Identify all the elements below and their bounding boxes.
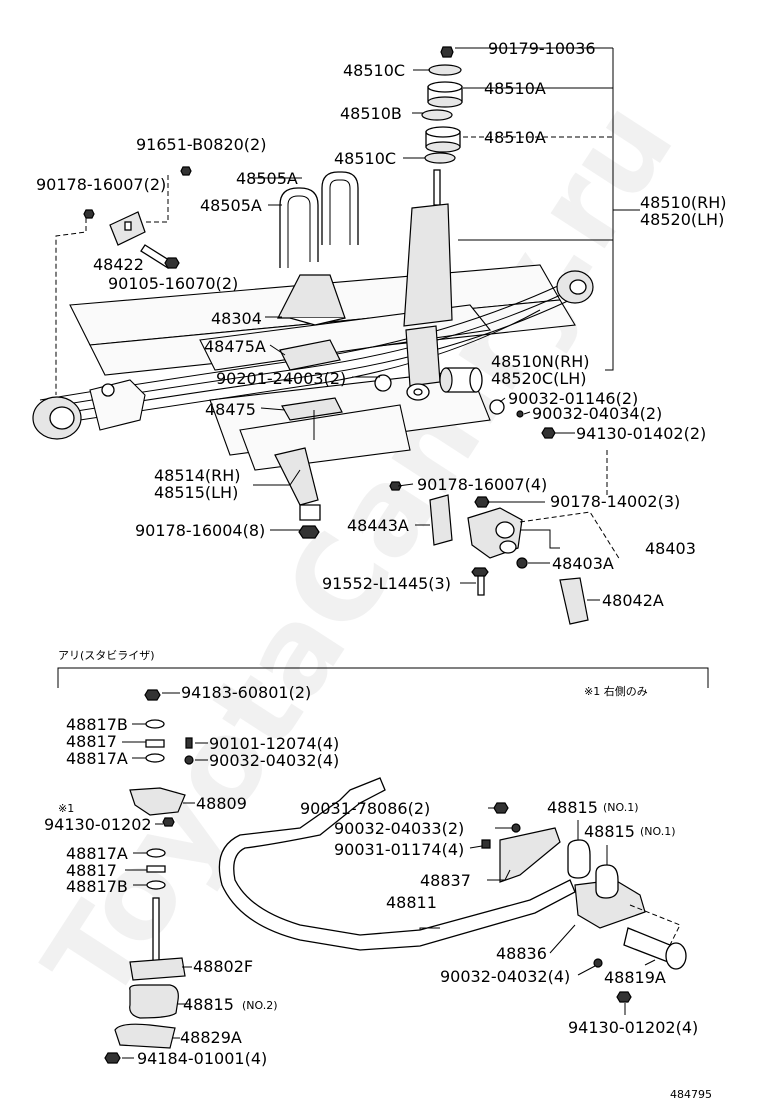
- label-48510n-rh: 48510N(RH): [491, 352, 590, 371]
- label-94130-01402: 94130-01402(2): [576, 424, 706, 443]
- label-94183-60801: 94183-60801(2): [181, 683, 311, 702]
- label-94184-01001: 94184-01001(4): [137, 1049, 267, 1068]
- label-no1-a: (NO.1): [603, 801, 639, 814]
- label-no1-b: (NO.1): [640, 825, 676, 838]
- label-48817b-1: 48817B: [66, 715, 128, 734]
- label-no2: (NO.2): [242, 999, 278, 1012]
- label-48510c-2: 48510C: [334, 149, 396, 168]
- label-90105-16070: 90105-16070(2): [108, 274, 238, 293]
- label-90031-01174: 90031-01174(4): [334, 840, 464, 859]
- label-48510a-2: 48510A: [484, 128, 546, 147]
- note-marker: ※1: [58, 802, 74, 815]
- label-48837: 48837: [420, 871, 471, 890]
- u-bolts: [279, 171, 359, 268]
- spring-eye-rear: [556, 270, 594, 304]
- shock-absorber: [403, 169, 453, 401]
- shock-bushing: [374, 367, 556, 439]
- label-90178-14002: 90178-14002(3): [550, 492, 680, 511]
- spring-seat: [277, 274, 346, 421]
- label-48042a: 48042A: [602, 591, 664, 610]
- upper-leader-lines: [55, 47, 640, 601]
- label-48505a-2: 48505A: [200, 196, 262, 215]
- labels-upper: 90179-10036 48510C 48510A 48510B 48510A …: [36, 39, 727, 610]
- label-90031-78086: 90031-78086(2): [300, 799, 430, 818]
- diagram-number: 484795: [670, 1088, 712, 1101]
- label-48829a: 48829A: [180, 1028, 242, 1047]
- label-48510b: 48510B: [340, 104, 402, 123]
- label-48815-1: 48815: [547, 798, 598, 817]
- label-48304: 48304: [211, 309, 262, 328]
- spring-bracket-drawing: [89, 379, 146, 431]
- label-48514-rh: 48514(RH): [154, 466, 241, 485]
- label-94130-01202-b: 94130-01202(4): [568, 1018, 698, 1037]
- label-48817a-1: 48817A: [66, 749, 128, 768]
- labels-lower: アリ(スタビライザ) ※1 右側のみ 94183-60801(2) 48817B…: [44, 649, 712, 1101]
- stabilizer-section-bracket: [57, 667, 709, 688]
- stabilizer-bar: [218, 777, 576, 951]
- label-48819a: 48819A: [604, 968, 666, 987]
- stabilizer-link-right: [481, 802, 687, 1003]
- label-48475a: 48475A: [204, 337, 266, 356]
- note-right-only: ※1 右側のみ: [584, 684, 648, 698]
- label-48811: 48811: [386, 893, 437, 912]
- label-90101-12074: 90101-12074(4): [209, 734, 339, 753]
- label-48515-lh: 48515(LH): [154, 483, 238, 502]
- label-48475: 48475: [205, 400, 256, 419]
- label-48817-1: 48817: [66, 732, 117, 751]
- label-48520-lh: 48520(LH): [640, 210, 724, 229]
- rear-hanger: [389, 481, 589, 625]
- label-91651-b0820: 91651-B0820(2): [136, 135, 266, 154]
- label-48510c-top: 48510C: [343, 61, 405, 80]
- label-90032-01146: 90032-01146(2): [508, 389, 638, 408]
- label-48505a-1: 48505A: [236, 169, 298, 188]
- label-90032-04032-a: 90032-04032(4): [209, 751, 339, 770]
- label-48815-3: 48815: [183, 995, 234, 1014]
- label-48815-2: 48815: [584, 822, 635, 841]
- label-48510a-1: 48510A: [484, 79, 546, 98]
- spring-eye-front: [32, 396, 82, 440]
- label-48422: 48422: [93, 255, 144, 274]
- label-90178-16004: 90178-16004(8): [135, 521, 265, 540]
- label-48403a: 48403A: [552, 554, 614, 573]
- label-90032-04033: 90032-04033(2): [334, 819, 464, 838]
- label-90032-04034: 90032-04034(2): [532, 404, 662, 423]
- section-label: アリ(スタビライザ): [58, 649, 155, 662]
- stabilizer-link-left: [104, 689, 194, 1064]
- label-48809: 48809: [196, 794, 247, 813]
- shock-washers: [421, 46, 463, 164]
- label-90178-16007-2: 90178-16007(2): [36, 175, 166, 194]
- label-90201-24003: 90201-24003(2): [216, 369, 346, 388]
- label-48836: 48836: [496, 944, 547, 963]
- spring-shackle: [274, 447, 321, 539]
- label-94130-01202-a: 94130-01202: [44, 815, 152, 834]
- label-48510-rh: 48510(RH): [640, 193, 727, 212]
- label-48817-2: 48817: [66, 861, 117, 880]
- label-90179-10036: 90179-10036: [488, 39, 596, 58]
- label-48443a: 48443A: [347, 516, 409, 535]
- label-48817b-2: 48817B: [66, 877, 128, 896]
- label-90032-04032-b: 90032-04032(4): [440, 967, 570, 986]
- label-90178-16007-4: 90178-16007(4): [417, 475, 547, 494]
- front-hanger-bolts: [83, 166, 192, 269]
- label-48520c-lh: 48520C(LH): [491, 369, 587, 388]
- label-48403: 48403: [645, 539, 696, 558]
- lower-leader-lines: [122, 692, 681, 1059]
- label-91552-l1445: 91552-L1445(3): [322, 574, 451, 593]
- label-48802f: 48802F: [193, 957, 253, 976]
- label-48817a-2: 48817A: [66, 844, 128, 863]
